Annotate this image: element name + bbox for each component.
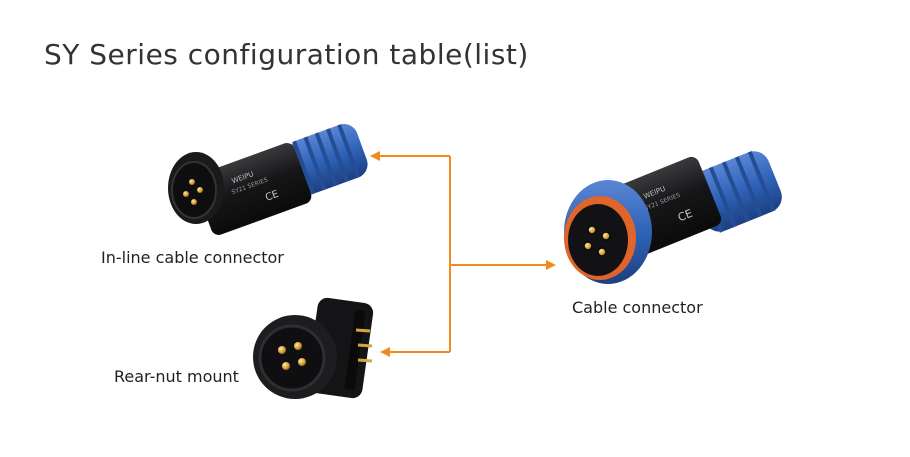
inline-connector-label: In-line cable connector xyxy=(101,248,284,267)
rear-nut-image xyxy=(253,297,374,399)
cable-connector-image: WEIPU SY21 SERIES CE xyxy=(564,150,782,284)
rear-nut-label: Rear-nut mount xyxy=(114,367,239,386)
inline-connector-image: WEIPU SY21 SERIES CE xyxy=(168,124,368,235)
page-title: SY Series configuration table(list) xyxy=(44,38,529,71)
cable-connector-label: Cable connector xyxy=(572,298,703,317)
inline-ce-text: CE xyxy=(264,189,280,204)
cable-ce-text: CE xyxy=(676,207,694,225)
connection-arrows xyxy=(370,151,556,357)
